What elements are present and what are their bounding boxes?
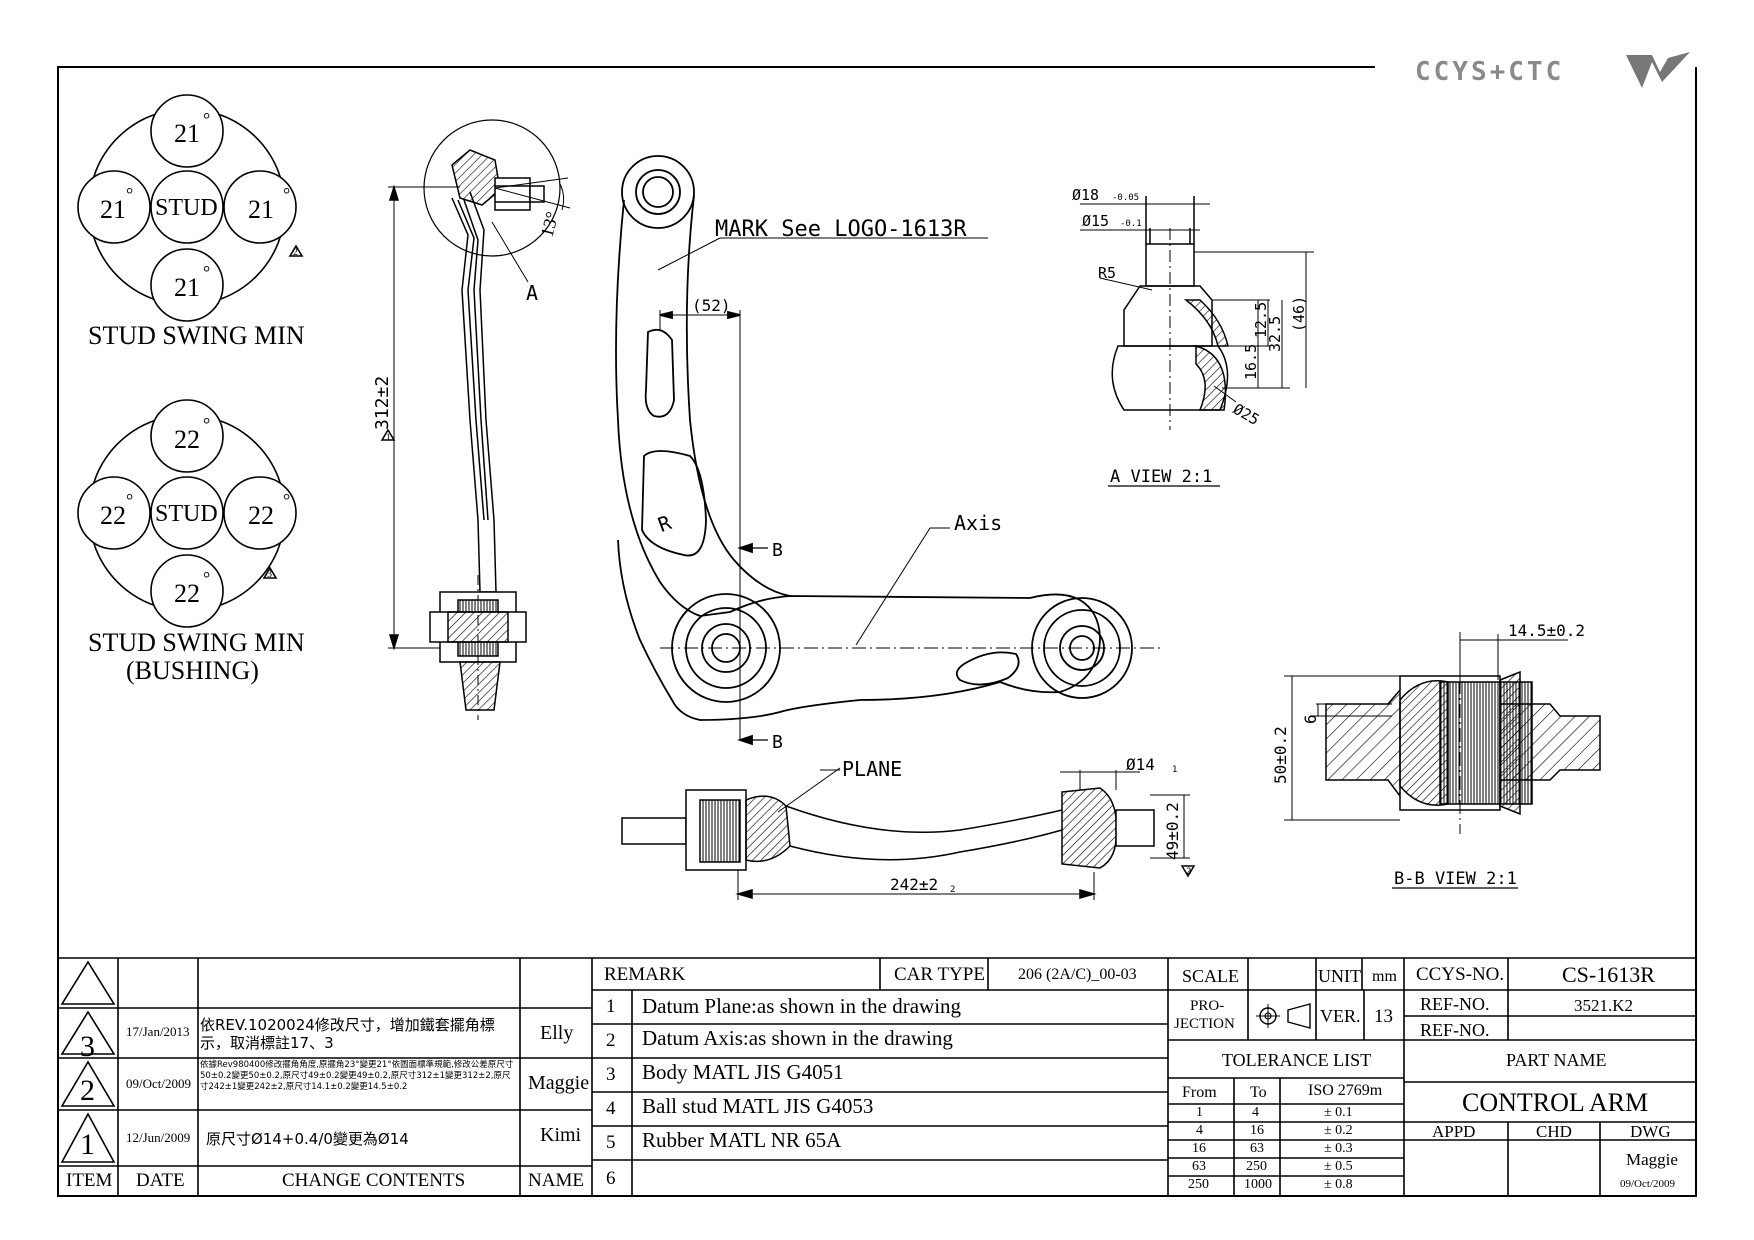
logo-r-mark: R <box>655 510 675 537</box>
swing1-title: STUD SWING MIN <box>88 321 305 350</box>
swing2-title-line1: STUD SWING MIN <box>88 628 305 657</box>
swing2-rev-mark: 3 <box>267 569 272 580</box>
swing1-left-value: 21 <box>100 195 126 224</box>
bb-dim-50: 50±0.2 <box>1271 726 1290 784</box>
plan-view <box>615 155 1160 746</box>
bottom-view <box>621 767 1196 900</box>
side-angle-label: 13° <box>537 210 563 240</box>
dim-52: (52) <box>692 296 731 315</box>
revision-triangles <box>60 960 116 1163</box>
stud-swing-diagram-2 <box>77 399 297 628</box>
swing2-deg-mark-left: ° <box>126 490 133 510</box>
a-d25: Ø25 <box>1230 400 1262 429</box>
swing2-right-value: 22 <box>248 501 274 530</box>
section-b-bottom: B <box>772 732 783 753</box>
swing1-center-label: STUD <box>155 195 218 221</box>
swing1-right-value: 21 <box>248 195 274 224</box>
swing2-deg-mark-right: ° <box>283 490 290 510</box>
logo-mark-icon <box>1626 52 1690 88</box>
swing2-top-value: 22 <box>174 425 200 454</box>
a-view-title: A VIEW 2:1 <box>1110 467 1212 487</box>
bottom-rev-mark-49: 2 <box>1186 867 1191 877</box>
section-b-top: B <box>772 540 783 561</box>
logo-text: CCYS+CTC <box>1415 57 1564 87</box>
a-d165: 16.5 <box>1242 344 1260 380</box>
swing1-rev-mark: 2 <box>293 247 298 258</box>
swing2-left-value: 22 <box>100 501 126 530</box>
swing2-bottom-value: 22 <box>174 579 200 608</box>
side-rev-mark: 1 <box>386 432 391 442</box>
bottom-rev-mark-242: 2 <box>950 885 955 895</box>
swing1-deg-mark-left: ° <box>126 184 133 204</box>
swing1-deg-mark-bottom: ° <box>203 262 210 282</box>
a-view <box>1080 196 1314 487</box>
title-block-grid <box>58 957 1696 1196</box>
bb-view <box>1284 632 1601 889</box>
bb-dim-6: 6 <box>1301 714 1320 724</box>
swing2-deg-mark-bottom: ° <box>203 568 210 588</box>
dia-14-dim: Ø14 <box>1126 755 1155 774</box>
swing1-deg-mark: ° <box>203 109 210 129</box>
a-d46: (46) <box>1290 296 1308 332</box>
a-d15-tol: -0.1 <box>1120 219 1142 229</box>
axis-label: Axis <box>954 511 1002 535</box>
a-r5: R5 <box>1098 264 1116 282</box>
bb-dim-145: 14.5±0.2 <box>1508 621 1585 640</box>
a-d125: 12.5 <box>1252 302 1270 338</box>
a-d15: Ø15 <box>1082 212 1109 230</box>
side-view <box>380 119 571 720</box>
dim-49: 49±0.2 <box>1163 802 1182 860</box>
swing2-title-line2: (BUSHING) <box>126 656 259 685</box>
side-detail-callout: A <box>526 281 538 305</box>
swing1-bottom-value: 21 <box>174 273 200 302</box>
a-d18: Ø18 <box>1072 186 1099 204</box>
company-logo: CCYS+CTC <box>1415 52 1690 88</box>
swing2-center-label: STUD <box>155 501 218 527</box>
bb-view-title: B-B VIEW 2:1 <box>1394 869 1517 889</box>
swing1-top-value: 21 <box>174 119 200 148</box>
plane-label: PLANE <box>842 757 902 781</box>
sheet-border <box>57 66 1697 1197</box>
swing1-deg-mark-right: ° <box>283 184 290 204</box>
swing2-deg-mark: ° <box>203 414 210 434</box>
a-d18-tol: -0.05 <box>1112 193 1139 203</box>
mark-note: MARK See LOGO-1613R <box>715 217 967 242</box>
stud-swing-diagram-1 <box>77 94 304 322</box>
a-d325: 32.5 <box>1266 316 1284 352</box>
dim-242: 242±2 <box>890 875 938 894</box>
side-length-dim: 312±2 <box>372 376 393 430</box>
bottom-rev-mark-dia: 1 <box>1172 765 1177 775</box>
